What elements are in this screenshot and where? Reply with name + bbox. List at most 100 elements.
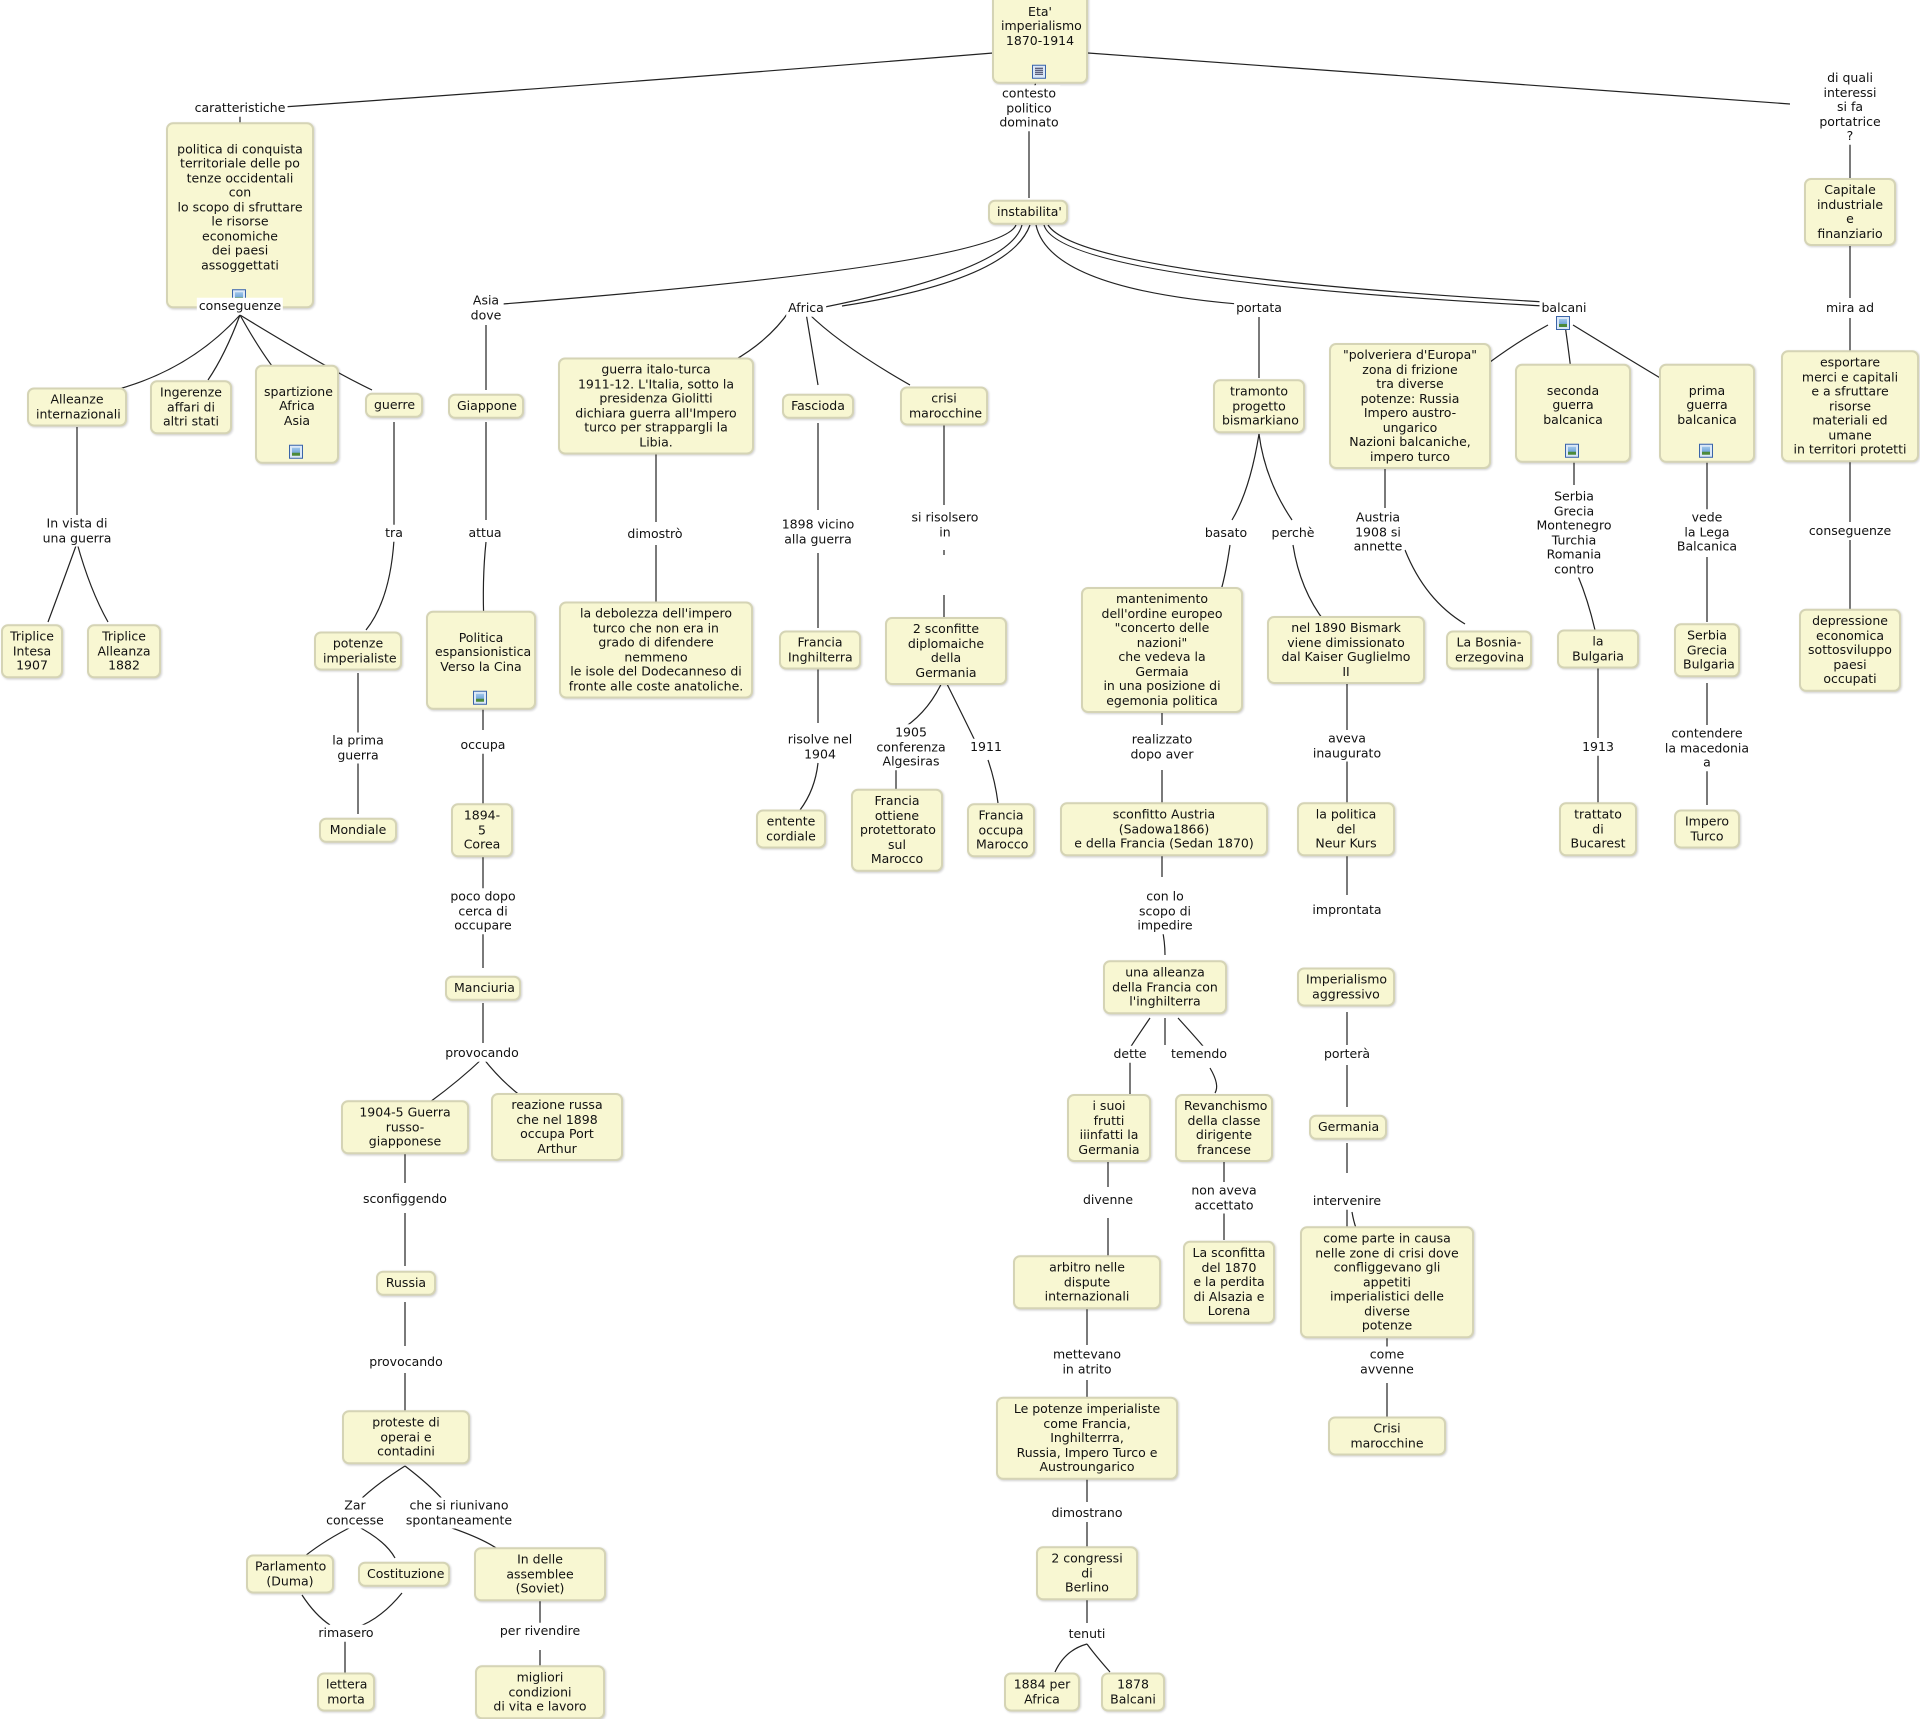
link-label-provocando-2: provocando (367, 1353, 445, 1371)
node-migliori-condizioni[interactable]: migliori condizioni di vita e lavoro (475, 1665, 605, 1719)
node-congressi[interactable]: 2 congressi di Berlino (1036, 1546, 1138, 1600)
node-manciuria[interactable]: Manciuria (445, 975, 521, 1001)
node-sconfitto-austria[interactable]: sconfitto Austria (Sadowa1866) e della F… (1060, 802, 1268, 856)
node-mantenimento[interactable]: mantenimento dell'ordine europeo "concer… (1081, 587, 1243, 713)
node-corea[interactable]: 1894-5 Corea (451, 803, 513, 857)
node-alleanza-francia[interactable]: una alleanza della Francia con l'inghilt… (1103, 960, 1227, 1014)
node-revanchismo[interactable]: Revanchismo della classe dirigente franc… (1175, 1094, 1273, 1162)
link-label-portera: porterà (1321, 1045, 1373, 1063)
node-frutti[interactable]: i suoi frutti iiinfatti la Germania (1067, 1094, 1151, 1162)
node-label: Germania (1318, 1118, 1380, 1134)
node-tramonto[interactable]: tramonto progetto bismarkiano (1213, 379, 1305, 433)
node-capitale[interactable]: Capitale industriale e finanziario (1804, 178, 1896, 246)
node-debolezza[interactable]: la debolezza dell'impero turco che non e… (559, 601, 753, 699)
node-francia-occupa[interactable]: Francia occupa Marocco (967, 803, 1035, 857)
node-assemblee[interactable]: In delle assemblee (Soviet) (474, 1547, 606, 1601)
node-proteste[interactable]: proteste di operai e contadini (342, 1410, 470, 1464)
link-label-provocando: provocando (443, 1044, 521, 1062)
root-node[interactable]: Eta' imperialismo 1870-1914 (992, 0, 1088, 84)
link-label-risolve: risolve nel 1904 (785, 731, 855, 763)
node-crisi-marocchine[interactable]: crisi marocchine (900, 386, 988, 426)
node-bismarck-1890[interactable]: nel 1890 Bismark viene dimissionato dal … (1267, 616, 1425, 684)
node-prima-guerra[interactable]: prima guerra balcanica (1659, 363, 1755, 463)
node-giappone[interactable]: Giappone (448, 393, 524, 419)
node-sconfitte[interactable]: 2 sconfitte diplomaiche della Germania (885, 617, 1007, 685)
image-icon[interactable] (289, 444, 303, 459)
link-label-dette: dette (1111, 1045, 1149, 1063)
node-guerra-italo-turca[interactable]: guerra italo-turca 1911-12. L'Italia, so… (558, 357, 754, 455)
node-label: Francia occupa Marocco (976, 807, 1029, 852)
node-parlamento[interactable]: Parlamento (Duma) (246, 1554, 334, 1594)
node-potenze-elenco[interactable]: Le potenze imperialiste come Francia, In… (996, 1396, 1178, 1480)
node-label: potenze imperialiste (323, 635, 397, 665)
image-icon[interactable] (473, 690, 487, 705)
node-bulgaria[interactable]: la Bulgaria (1557, 629, 1639, 669)
node-label: nel 1890 Bismark viene dimissionato dal … (1281, 620, 1411, 679)
node-label: depressione economica sottosviluppo paes… (1808, 612, 1892, 686)
node-germania[interactable]: Germania (1309, 1114, 1387, 1140)
node-zone-crisi[interactable]: come parte in causa nelle zone di crisi … (1300, 1226, 1474, 1338)
node-depressione[interactable]: depressione economica sottosviluppo paes… (1799, 608, 1901, 692)
node-sconfitta-1870[interactable]: La sconfitta del 1870 e la perdita di Al… (1183, 1240, 1275, 1324)
node-alleanze[interactable]: Alleanze internazionali (27, 387, 127, 427)
link-label-poco-dopo: poco dopo cerca di occupare (448, 888, 518, 934)
node-label: lettera morta (326, 1676, 368, 1706)
node-triplice-alleanza[interactable]: Triplice Alleanza 1882 (87, 624, 161, 678)
node-guerra-russo-giapponese[interactable]: 1904-5 Guerra russo-giapponese (341, 1100, 469, 1154)
node-reazione-russa[interactable]: reazione russa che nel 1898 occupa Port … (491, 1093, 623, 1161)
image-icon[interactable] (1556, 316, 1570, 330)
document-icon[interactable] (1032, 64, 1046, 79)
node-crisi-marocchine-2[interactable]: Crisi marocchine (1328, 1416, 1446, 1456)
node-potenze-imperialiste[interactable]: potenze imperialiste (314, 631, 402, 671)
node-label: arbitro nelle dispute internazionali (1044, 1259, 1130, 1304)
node-triplice-intesa[interactable]: Triplice Intesa 1907 (1, 624, 63, 678)
node-bosnia[interactable]: La Bosnia- erzegovina (1446, 630, 1532, 670)
node-label: Mondiale (329, 821, 387, 837)
node-label: come parte in causa nelle zone di crisi … (1315, 1230, 1459, 1333)
node-serbia-grecia-bulgaria[interactable]: Serbia Grecia Bulgaria (1674, 623, 1740, 677)
node-label: esportare merci e capitali e a sfruttare… (1793, 354, 1907, 457)
link-label-rimasero: rimasero (316, 1624, 376, 1642)
node-polveriera[interactable]: "polveriera d'Europa" zona di frizione t… (1329, 343, 1491, 469)
node-neur-kurs[interactable]: la politica del Neur Kurs (1297, 802, 1395, 856)
node-spartizione[interactable]: spartizione Africa Asia (255, 364, 339, 464)
node-bucarest[interactable]: trattato di Bucarest (1559, 802, 1637, 856)
node-label: la Bulgaria (1572, 633, 1624, 663)
node-ingerenze[interactable]: Ingerenze affari di altri stati (150, 380, 232, 434)
node-label: guerra italo-turca 1911-12. L'Italia, so… (575, 361, 737, 449)
node-fascioda[interactable]: Fascioda (782, 393, 854, 419)
node-impero-turco[interactable]: Impero Turco (1674, 809, 1740, 849)
node-label: 1904-5 Guerra russo-giapponese (359, 1104, 451, 1149)
node-seconda-guerra[interactable]: seconda guerra balcanica (1515, 363, 1631, 463)
node-lettera-morta[interactable]: lettera morta (317, 1672, 375, 1712)
node-instabilita[interactable]: instabilita' (988, 199, 1068, 225)
link-label-balcani: balcani (1539, 299, 1589, 317)
node-guerre[interactable]: guerre (365, 392, 423, 418)
image-icon[interactable] (1699, 443, 1713, 458)
node-esportare[interactable]: esportare merci e capitali e a sfruttare… (1781, 350, 1919, 462)
node-entente[interactable]: entente cordiale (756, 809, 826, 849)
node-label: guerre (374, 396, 416, 412)
link-label-contesto: contesto politico dominato (997, 85, 1061, 131)
image-icon[interactable] (1565, 443, 1579, 458)
node-costituzione[interactable]: Costituzione (358, 1561, 450, 1587)
node-politica-espansionistica[interactable]: Politica espansionistica Verso la Cina (426, 610, 536, 710)
node-label: 2 congressi di Berlino (1051, 1550, 1123, 1595)
link-label-in-vista: In vista di una guerra (40, 515, 114, 547)
link-label-serbia-contro: Serbia Grecia Montenegro Turchia Romania… (1534, 488, 1614, 578)
node-francia-protettorato[interactable]: Francia ottiene protettorato sul Marocco (851, 788, 943, 872)
node-label: Russia (385, 1274, 427, 1290)
node-1878[interactable]: 1878 Balcani (1101, 1672, 1165, 1712)
node-francia-inghilterra[interactable]: Francia Inghilterra (779, 630, 861, 670)
link-label-portata: portata (1234, 299, 1284, 317)
link-label-come-avvenne: come avvenne (1358, 1346, 1416, 1378)
node-mondiale[interactable]: Mondiale (319, 817, 397, 843)
node-1884[interactable]: 1884 per Africa (1004, 1672, 1080, 1712)
node-label: mantenimento dell'ordine europeo "concer… (1101, 591, 1223, 708)
node-imperialismo-aggressivo[interactable]: Imperialismo aggressivo (1297, 967, 1395, 1007)
node-label: instabilita' (997, 203, 1062, 219)
node-politica-conquista[interactable]: politica di conquista territoriale delle… (166, 122, 314, 308)
node-arbitro[interactable]: arbitro nelle dispute internazionali (1013, 1255, 1161, 1309)
node-russia[interactable]: Russia (376, 1270, 436, 1296)
